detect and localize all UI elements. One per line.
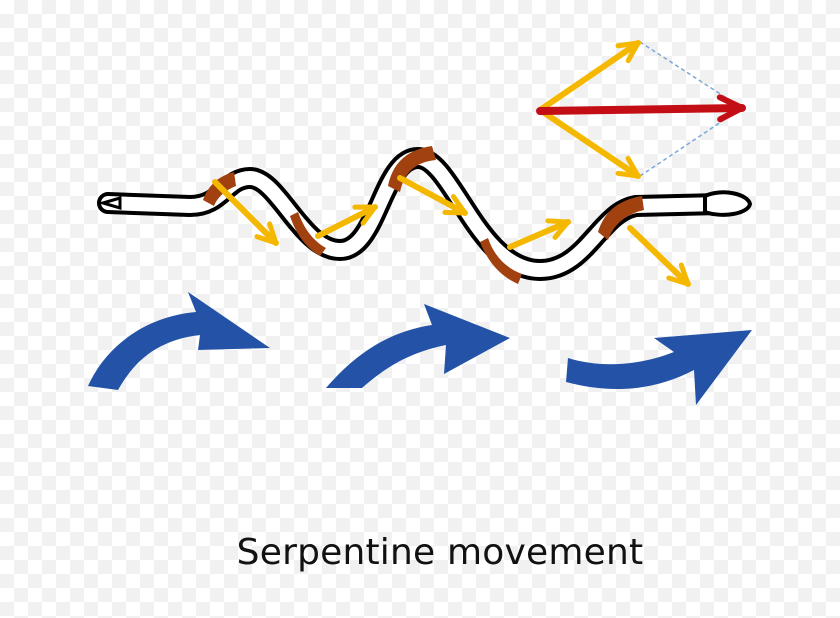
component-guide-line [639,107,743,177]
motion-arrows [88,292,752,405]
force-arrow-icon [397,175,468,216]
component-guide-line [639,41,743,109]
force-arrow-icon [315,204,378,239]
snake-head [703,190,753,217]
component-force-arrow-icon [537,107,641,179]
curved-arrow-icon [566,330,752,405]
snake [97,146,753,284]
diagram-caption: Serpentine movement [236,532,644,573]
friction-patch [290,212,326,256]
friction-patch [598,196,644,240]
friction-patch [480,238,522,284]
force-decomposition [536,40,746,179]
body-force-arrows [212,175,691,287]
curved-arrow-icon [326,304,510,388]
snake-tail [97,195,122,211]
force-arrow-icon [212,179,279,246]
force-arrow-icon [627,225,691,287]
net-force-arrow-icon [536,94,746,123]
curved-arrow-icon [88,292,270,390]
component-force-arrow-icon [537,40,641,113]
force-arrow-icon [507,218,571,250]
